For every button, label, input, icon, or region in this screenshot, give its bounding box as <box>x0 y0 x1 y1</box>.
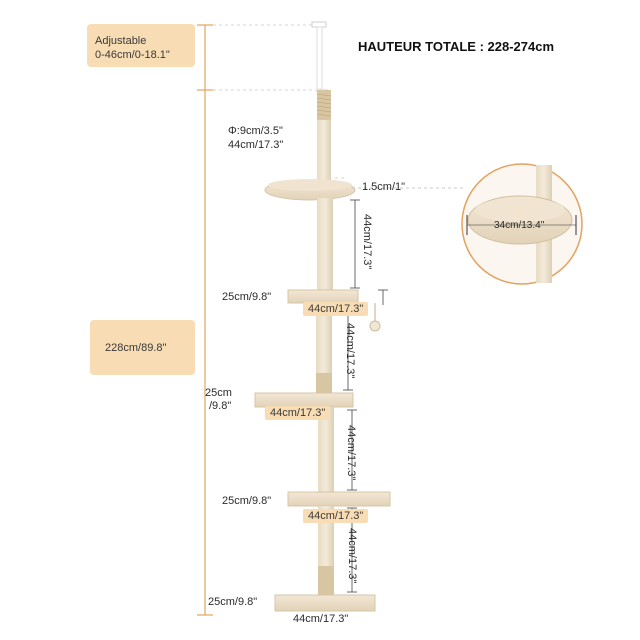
level-2-width-tag: 44cm/17.3" <box>265 406 331 420</box>
main-post-1 <box>317 198 333 290</box>
level-3-depth-label: 25cm/9.8" <box>222 495 272 507</box>
level-1-width-tag: 44cm/17.3" <box>303 302 369 316</box>
telescopic-pole <box>311 21 328 92</box>
level-3-width-tag: 44cm/17.3" <box>303 509 369 523</box>
sisal-4 <box>318 566 334 596</box>
top-post <box>317 120 331 180</box>
toy-ball <box>369 320 381 332</box>
level-1-depth-label: 25cm/9.8" <box>222 291 272 303</box>
bed-detail-callout <box>352 163 583 285</box>
base-platform <box>274 594 376 612</box>
adjustable-box: Adjustable 0-46cm/0-18.1" <box>87 24 195 67</box>
segment-height-label-2: 44cm/17.3" <box>344 323 356 379</box>
post-diameter-label: Φ:9cm/3.5" <box>228 125 283 137</box>
segment-height-label-1: 44cm/17.3" <box>361 214 373 270</box>
bed-thickness-label: 1.5cm/1" <box>362 181 406 193</box>
level-4-width-label: 44cm/17.3" <box>293 613 349 625</box>
main-post-2 <box>316 303 332 373</box>
top-sisal <box>317 90 331 120</box>
platform-2 <box>254 392 354 408</box>
sisal-2 <box>316 373 332 395</box>
level-2-depth-label-line1: 25cm <box>205 387 232 399</box>
total-height-label: 228cm/89.8" <box>105 342 167 354</box>
top-post-height-label: 44cm/17.3" <box>228 139 284 151</box>
total-height-title: HAUTEUR TOTALE : 228-274cm <box>358 39 555 54</box>
level-2-depth-label-line2: /9.8" <box>209 400 232 412</box>
top-bed <box>264 179 356 201</box>
segment-height-label-4: 44cm/17.3" <box>346 528 358 584</box>
total-height-box: 228cm/89.8" <box>90 320 195 375</box>
platform-3 <box>287 491 391 507</box>
level-4-depth-label: 25cm/9.8" <box>208 596 258 608</box>
adjustable-line2: 0-46cm/0-18.1" <box>95 49 170 61</box>
left-dimension-line <box>197 24 213 616</box>
segment-height-label-3: 44cm/17.3" <box>345 425 357 481</box>
adjustable-line1: Adjustable <box>95 35 147 47</box>
main-post-3 <box>318 407 334 492</box>
bed-diameter-label: 34cm/13.4" <box>494 220 545 231</box>
